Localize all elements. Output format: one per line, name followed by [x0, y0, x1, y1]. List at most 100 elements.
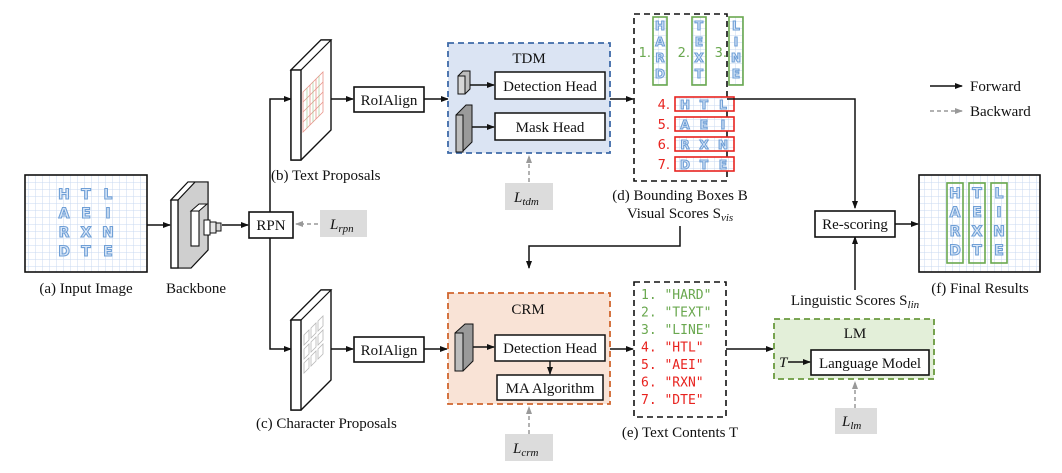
crm-ma-algorithm-label: MA Algorithm — [506, 381, 595, 397]
tdm-module: TDM Detection Head Mask Head — [447, 42, 611, 154]
bbox-letter: A — [680, 118, 690, 132]
final-results-frame — [918, 174, 1041, 273]
tdm-detection-head-box — [494, 71, 606, 100]
bbox-letter: L — [732, 19, 740, 33]
text-content-item: 5. "AEI" — [641, 358, 704, 373]
final-results-caption: (f) Final Results — [931, 281, 1029, 297]
rpn-loss-symbol: Lrpn — [329, 217, 354, 235]
bbox-index: 5. — [658, 118, 670, 133]
bbox-letter: D — [655, 67, 665, 81]
grid-letter: L — [104, 187, 113, 203]
language-model-box — [810, 349, 930, 376]
rescoring-box — [814, 210, 896, 238]
bbox-horizontal — [674, 136, 735, 152]
final-result-letter: I — [996, 205, 1001, 221]
text-proposals-feature-map: (b) Text Proposals — [271, 39, 381, 184]
bbox-letter: T — [695, 19, 704, 33]
lm-input-label: T — [779, 355, 789, 371]
bbox-index: 2. — [678, 46, 690, 61]
rpn-loss-box — [320, 210, 367, 237]
text-content-item: 6. "RXN" — [641, 376, 704, 391]
rpn-label: RPN — [256, 218, 285, 234]
arrow-rpn-to-text-proposals — [269, 96, 292, 212]
bbox-letter: A — [655, 35, 665, 49]
final-result-letter: R — [950, 224, 961, 240]
bbox-letter: E — [700, 118, 708, 132]
rpn-block: RPN — [248, 211, 294, 239]
bbox-letter: E — [719, 158, 727, 172]
bbox-letter: R — [680, 138, 689, 152]
final-result-letter: X — [972, 224, 983, 240]
grid-letter: D — [58, 244, 70, 260]
text-contents-caption: (e) Text Contents T — [622, 425, 738, 441]
text-content-item: 4. "HTL" — [641, 341, 704, 356]
final-result-letter: E — [994, 243, 1004, 259]
text-content-item: 1. "HARD" — [641, 288, 711, 303]
text-content-item: 3. "LINE" — [641, 323, 711, 338]
roialign-top-label: RoIAlign — [361, 93, 418, 109]
tdm-loss: Ltdm — [505, 183, 553, 210]
lm-loss-box — [835, 408, 877, 434]
bbox-vertical — [652, 16, 668, 86]
arrow-bounding-boxes-to-crm — [526, 226, 681, 269]
text-content-item: 2. "TEXT" — [641, 306, 711, 321]
final-result-box — [946, 182, 964, 264]
grid-letter: E — [103, 244, 113, 260]
backbone-icon: Backbone — [166, 181, 226, 297]
tdm-loss-box — [505, 183, 553, 210]
bbox-horizontal — [674, 96, 735, 112]
text-contents-list: 1. "HARD" 2. "TEXT" 3. "LINE" 4. "HTL" 5. "A… — [641, 288, 711, 408]
crm-module: CRM Detection Head MA Algorithm — [447, 292, 611, 405]
crm-ma-algorithm-box — [496, 374, 604, 401]
legend-backward-label: Backward — [970, 104, 1031, 120]
legend: Forward Backward — [930, 79, 1031, 120]
final-result-letter: H — [949, 186, 961, 202]
bbox-letter: I — [721, 118, 725, 132]
arrow-rpn-to-char-proposals — [269, 238, 292, 352]
bbox-letter: H — [680, 98, 690, 112]
bbox-vertical — [728, 16, 744, 86]
grid-letter: I — [105, 206, 110, 222]
roialign-bottom-label: RoIAlign — [361, 343, 418, 359]
linguistic-scores-caption: Linguistic Scores Slin — [791, 293, 920, 311]
bbox-letter: E — [695, 35, 703, 49]
char-proposal-boxes-icon — [303, 315, 324, 374]
text-contents-container — [633, 281, 727, 418]
char-proposals-feature-map: (c) Character Proposals — [256, 289, 397, 432]
text-content-item: 7. "DTE" — [641, 393, 704, 408]
rpn-box — [248, 211, 294, 239]
arrow-bounding-boxes-to-rescoring — [727, 98, 858, 209]
rpn-loss: Lrpn — [320, 210, 367, 237]
bbox-letter: R — [655, 51, 664, 65]
feature-cube-large-icon — [455, 104, 473, 153]
grid-letter: N — [102, 225, 114, 241]
lm-module: LM T Language Model — [773, 318, 935, 380]
bbox-letter: L — [719, 98, 727, 112]
input-image-frame — [24, 174, 148, 273]
bbox-letter: D — [680, 158, 690, 172]
feature-cube-crm-icon — [454, 323, 474, 372]
bbox-vertical — [691, 16, 707, 86]
rescoring-label: Re-scoring — [822, 217, 888, 233]
text-contents-panel: 1. "HARD" 2. "TEXT" 3. "LINE" 4. "HTL" 5. "A… — [622, 281, 738, 441]
visual-scores-caption: Visual Scores Svis — [627, 206, 733, 224]
bbox-letter: I — [734, 35, 738, 49]
text-proposals-caption: (b) Text Proposals — [271, 168, 381, 184]
crm-title: CRM — [511, 302, 544, 318]
lm-title: LM — [844, 326, 867, 342]
bbox-index: 3. — [715, 46, 727, 61]
legend-forward-label: Forward — [970, 79, 1021, 95]
roialign-top-box — [353, 86, 425, 113]
bbox-letter: T — [695, 67, 704, 81]
bbox-letter: H — [655, 19, 665, 33]
bbox-index: 1. — [639, 46, 651, 61]
bounding-boxes-caption: (d) Bounding Boxes B — [612, 188, 747, 204]
tdm-mask-head-label: Mask Head — [516, 120, 585, 136]
final-result-box — [990, 182, 1008, 264]
crm-loss-symbol: Lcrm — [512, 441, 539, 459]
bbox-letter: X — [694, 51, 704, 65]
